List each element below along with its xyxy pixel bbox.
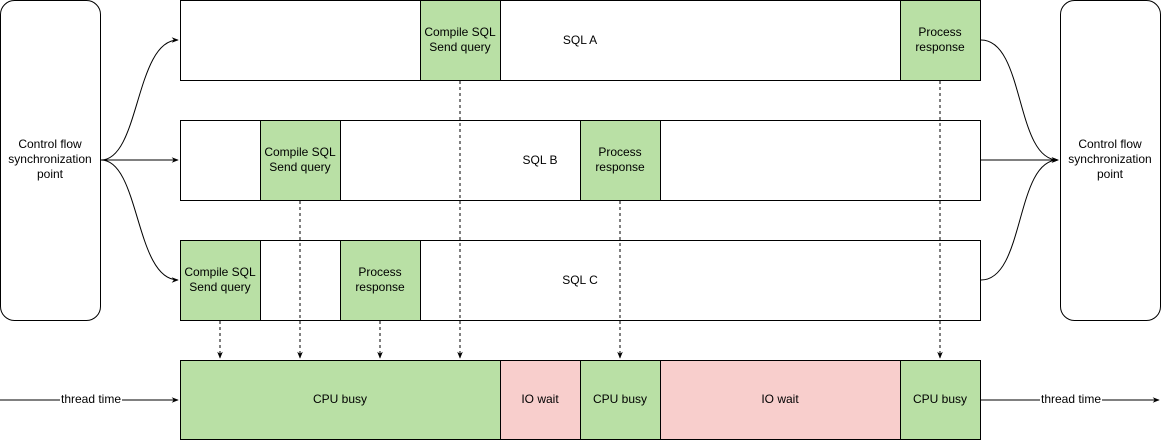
thread-time-left-bg [60, 391, 122, 408]
thread-time-right-label: thread time [1041, 392, 1101, 406]
sync-right-line-3: point [1097, 167, 1124, 181]
process-block-b [580, 120, 661, 201]
thread-timeline: CPU busy IO wait CPU busy IO wait CPU bu… [180, 360, 981, 440]
thread-time-right: thread time [981, 391, 1160, 408]
compile-a-line-2: Send query [429, 40, 490, 54]
compile-b-line-1: Compile SQL [264, 145, 336, 159]
projection-arrows [217, 81, 943, 359]
compile-c-line-1: Compile SQL [184, 265, 256, 279]
sync-right-line-1: Control flow [1078, 137, 1142, 151]
join-arrow-c [980, 157, 1059, 281]
query-label-c: SQL C [562, 273, 598, 287]
thread-time-left: thread time [0, 391, 179, 408]
fork-arrow-c [100, 159, 179, 283]
sync-point-left: Control flow synchronization point [0, 0, 101, 321]
join-arrow-a [980, 39, 1059, 163]
timeline-segment-1-label: CPU busy [313, 392, 367, 406]
sync-point-right: Control flow synchronization point [1060, 0, 1161, 321]
process-a-line-1: Process [918, 25, 961, 39]
compile-block-b [260, 120, 341, 201]
join-arrows [980, 39, 1059, 281]
compile-block-a [420, 0, 501, 81]
timeline-segment-1 [180, 360, 501, 440]
process-a-line-2: response [915, 40, 965, 54]
compile-b-line-2: Send query [269, 160, 330, 174]
process-block-a [900, 0, 981, 81]
sync-left-line-1: Control flow [18, 137, 82, 151]
compile-c-line-2: Send query [189, 280, 250, 294]
timeline-segment-4-label: IO wait [761, 392, 799, 406]
fork-arrow-a [100, 37, 179, 161]
query-label-b: SQL B [523, 153, 558, 167]
process-c-line-2: response [355, 280, 405, 294]
process-c-line-1: Process [358, 265, 401, 279]
timeline-segment-5 [900, 360, 981, 440]
query-row-c: Compile SQL Send query Process response … [180, 240, 981, 321]
query-row-b: Compile SQL Send query Process response … [180, 120, 981, 201]
thread-time-left-label: thread time [61, 392, 121, 406]
timeline-segment-2 [500, 360, 581, 440]
query-label-a: SQL A [563, 33, 597, 47]
query-row-a: Compile SQL Send query Process response … [180, 0, 981, 81]
process-b-line-1: Process [598, 145, 641, 159]
compile-a-line-1: Compile SQL [424, 25, 496, 39]
timeline-segment-5-label: CPU busy [913, 392, 967, 406]
compile-block-c [180, 240, 261, 321]
timeline-segment-3 [580, 360, 661, 440]
thread-time-right-bg [1040, 391, 1102, 408]
sync-right-line-2: synchronization [1068, 152, 1151, 166]
process-block-c [340, 240, 421, 321]
sync-left-line-3: point [37, 167, 64, 181]
timeline-segment-3-label: CPU busy [593, 392, 647, 406]
timeline-segment-4 [660, 360, 901, 440]
fork-arrows [100, 37, 179, 283]
timeline-segment-2-label: IO wait [521, 392, 559, 406]
process-b-line-2: response [595, 160, 645, 174]
sync-left-line-2: synchronization [8, 152, 91, 166]
